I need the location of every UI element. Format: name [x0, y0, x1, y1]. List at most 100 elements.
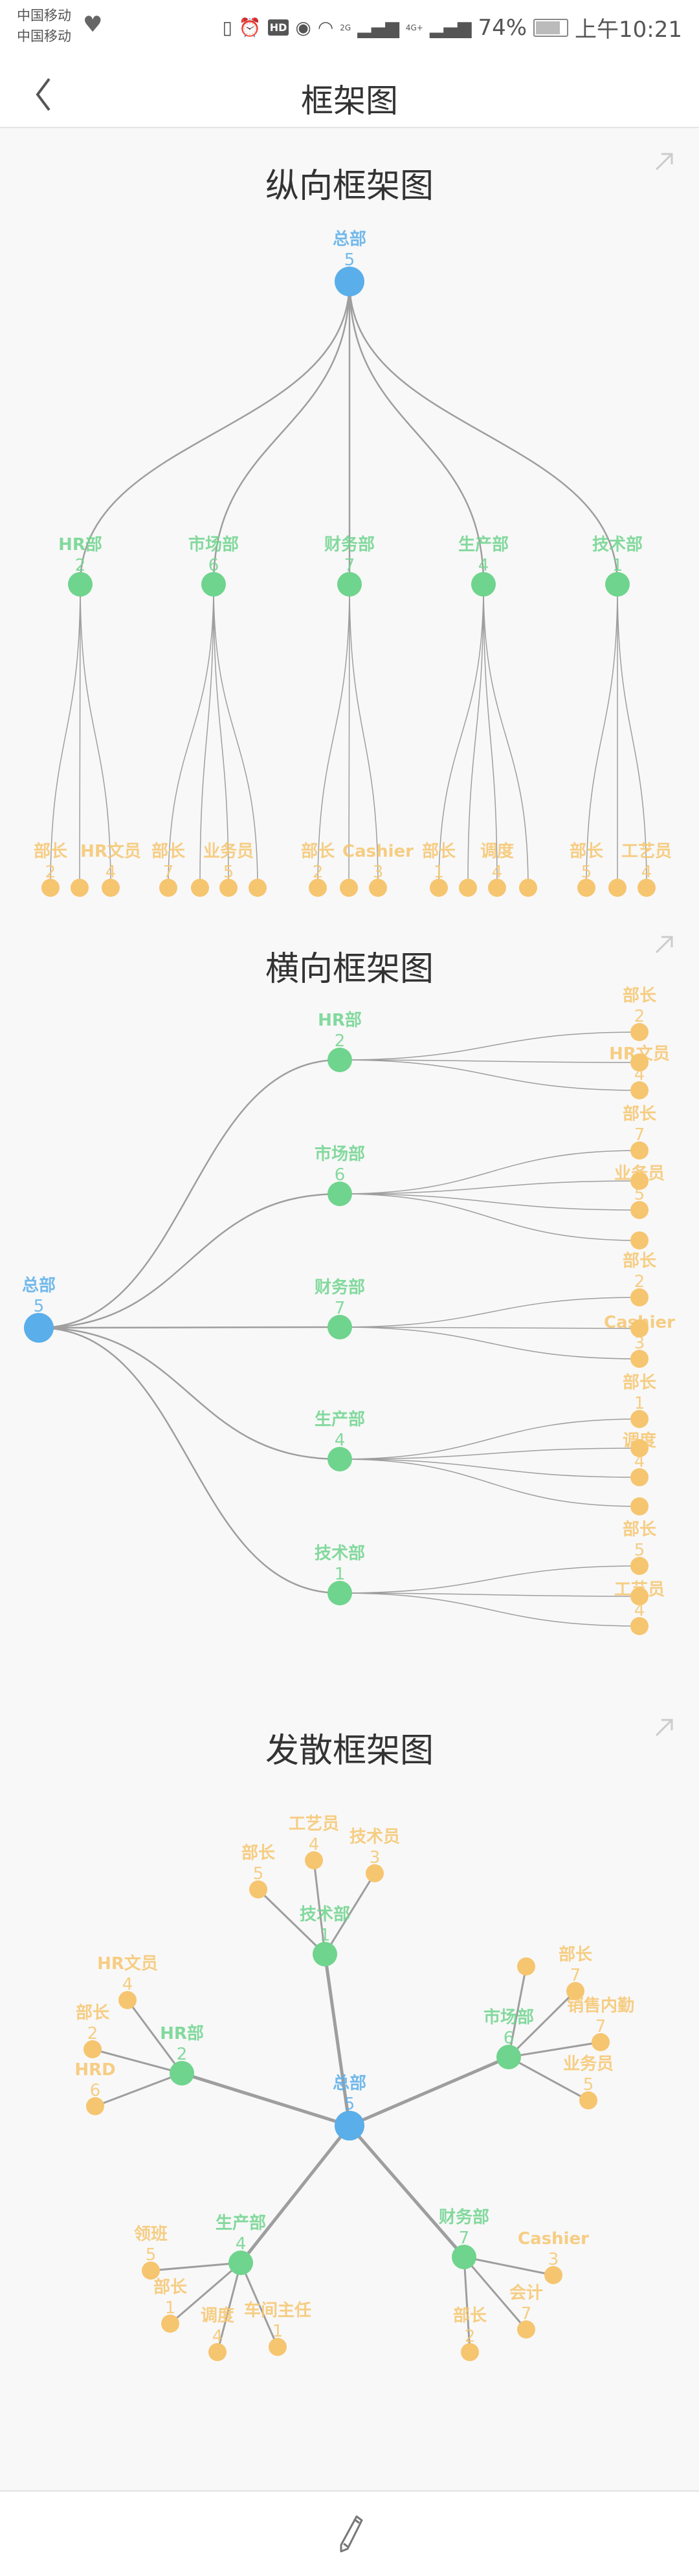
- horizontal-leaf-link: [339, 1592, 640, 1627]
- expand-radial-button[interactable]: [652, 1716, 676, 1739]
- horizontal-leaf-link: [339, 1327, 640, 1329]
- radial-dept-label: 市场部: [483, 2007, 534, 2027]
- radial-leaf-label: 部长: [153, 2278, 188, 2297]
- horizontal-leaf-node: [630, 1497, 649, 1515]
- horizontal-leaf-node: [630, 1172, 649, 1190]
- vertical-leaf-node: [309, 879, 327, 897]
- radial-leaf-node: [366, 1864, 384, 1882]
- radial-link: [349, 2055, 509, 2128]
- vertical-leaf-node: [519, 879, 537, 897]
- radial-dept-value: 4: [236, 2234, 247, 2254]
- vertical-dept-value: 6: [208, 556, 219, 575]
- horizontal-leaf-value: 1: [634, 1394, 645, 1413]
- org-charts: HR部2部长2HR文员4市场部6部长7业务员5财务部7部长2Cashier3生产…: [22, 230, 675, 2361]
- radial-root-label: 总部: [333, 2074, 366, 2093]
- vertical-leaf-node: [638, 879, 656, 897]
- horizontal-dept-node: [327, 1447, 352, 1471]
- radial-leaf-node: [579, 2091, 597, 2109]
- vertical-leaf-value: 1: [434, 863, 445, 882]
- radial-leaf-link: [507, 1966, 527, 2058]
- radial-leaf-value: 4: [212, 2327, 223, 2346]
- vertical-leaf-link: [467, 584, 484, 888]
- horizontal-leaf-node: [630, 1468, 649, 1486]
- vertical-leaf-label: 部长: [422, 842, 456, 861]
- radial-leaf-value: 4: [309, 1835, 320, 1855]
- radial-dept-label: 技术部: [300, 1905, 350, 1924]
- vertical-leaf-node: [488, 879, 506, 897]
- radial-leaf-link: [216, 2262, 242, 2353]
- bottom-toolbar: [0, 2490, 699, 2576]
- horizontal-dept-node: [327, 1581, 352, 1605]
- vertical-leaf-link: [438, 584, 484, 888]
- radial-leaf-link: [463, 2256, 471, 2353]
- vertical-leaf-node: [430, 879, 448, 897]
- vertical-leaf-node: [219, 879, 238, 897]
- vertical-leaf-node: [577, 879, 595, 897]
- vertical-leaf-node: [71, 879, 89, 897]
- radial-dept-value: 6: [504, 2029, 515, 2048]
- vertical-leaf-label: 调度: [480, 841, 514, 861]
- radial-leaf-value: 5: [146, 2245, 157, 2265]
- horizontal-leaf-value: 4: [634, 1065, 645, 1084]
- vertical-dept-value: 2: [75, 556, 86, 575]
- radial-leaf-value: 2: [87, 2024, 98, 2043]
- vertical-leaf-link: [617, 584, 647, 888]
- vertical-leaf-value: 7: [163, 863, 174, 882]
- horizontal-leaf-link: [339, 1565, 640, 1594]
- vertical-leaf-value: 5: [223, 863, 234, 882]
- vertical-leaf-link: [349, 584, 379, 888]
- expand-horizontal-button[interactable]: [652, 933, 676, 956]
- horizontal-dept-value: 7: [335, 1299, 346, 1318]
- vertical-leaf-value: 4: [105, 863, 116, 882]
- horizontal-link: [38, 1059, 340, 1329]
- radial-leaf-node: [142, 2262, 160, 2280]
- radial-leaf-label: 销售内勤: [567, 1996, 634, 2016]
- edit-button[interactable]: [327, 2511, 372, 2557]
- horizontal-leaf-label: 部长: [623, 1520, 657, 1539]
- chevron-left-icon: [36, 78, 50, 111]
- horizontal-leaf-node: [630, 1617, 649, 1635]
- vertical-leaf-label: Cashier: [342, 842, 414, 861]
- horizontal-leaf-label: 业务员: [614, 1164, 665, 1183]
- vertical-dept-label: 技术部: [592, 535, 643, 555]
- expand-vertical-button[interactable]: [652, 150, 676, 173]
- horizontal-leaf-node: [630, 1023, 649, 1041]
- horizontal-leaf-value: 2: [634, 1272, 645, 1292]
- horizontal-org-chart: HR部2部长2HR文员4市场部6部长7业务员5财务部7部长2Cashier3生产…: [22, 986, 675, 1635]
- radial-leaf-label: HR文员: [97, 1954, 158, 1974]
- back-button[interactable]: [26, 69, 65, 120]
- vertical-leaf-node: [102, 879, 120, 897]
- alarm-icon: ⏰: [238, 17, 261, 38]
- section-title-horizontal: 横向框架图: [265, 950, 434, 989]
- signal-2-tag: 4G+: [405, 23, 423, 32]
- radial-leaf-label: 部长: [76, 2003, 110, 2023]
- vertical-dept-node: [201, 572, 226, 597]
- radial-leaf-link: [508, 2041, 601, 2058]
- horizontal-leaf-label: Cashier: [604, 1313, 675, 1332]
- radial-leaf-node: [83, 2040, 102, 2058]
- vertical-leaf-link: [317, 584, 350, 888]
- vertical-dept-node: [337, 572, 362, 597]
- horizontal-link: [38, 1326, 340, 1329]
- vertical-dept-node: [471, 572, 496, 597]
- radial-dept-node: [496, 2045, 521, 2069]
- radial-leaf-label: 业务员: [563, 2054, 614, 2074]
- horizontal-leaf-link: [339, 1059, 640, 1091]
- radial-dept-label: 生产部: [216, 2214, 266, 2233]
- radial-root-node: [335, 2111, 364, 2141]
- radial-link: [181, 2071, 350, 2128]
- radial-leaf-link: [126, 1999, 183, 2074]
- vertical-dept-label: 市场部: [188, 534, 239, 555]
- radial-leaf-value: 2: [465, 2327, 476, 2346]
- horizontal-leaf-link: [339, 1448, 640, 1460]
- horizontal-leaf-node: [630, 1319, 649, 1338]
- horizontal-dept-label: 市场部: [315, 1144, 365, 1164]
- horizontal-leaf-node: [630, 1288, 649, 1306]
- radial-dept-value: 1: [320, 1926, 331, 1945]
- radial-leaf-node: [544, 2266, 562, 2284]
- radial-leaf-node: [161, 2315, 179, 2333]
- section-title-vertical: 纵向框架图: [265, 167, 434, 206]
- horizontal-leaf-label: 工艺员: [614, 1580, 665, 1600]
- radial-leaf-link: [170, 2262, 241, 2325]
- horizontal-leaf-link: [339, 1459, 640, 1478]
